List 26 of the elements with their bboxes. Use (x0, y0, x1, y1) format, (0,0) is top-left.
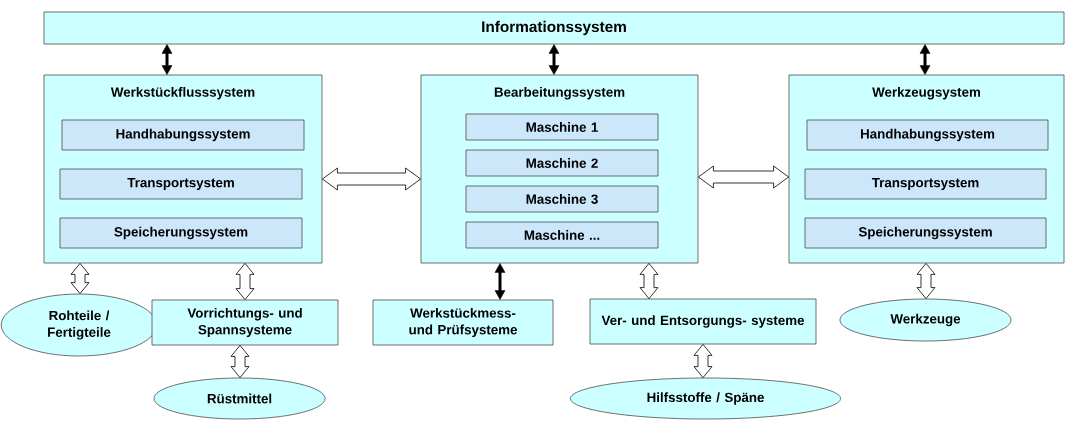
arrow (639, 263, 659, 299)
arrow (919, 44, 931, 75)
subsystem-box: Maschine 2 (465, 149, 659, 177)
subsystem-box: Transportsystem (59, 168, 303, 200)
arrow (548, 44, 560, 75)
arrow (161, 44, 173, 75)
subsystem-box: Maschine 3 (465, 185, 659, 213)
subsystem-box: Speicherungssystem (804, 217, 1047, 249)
subsystem-box: Maschine 1 (465, 113, 659, 141)
system-box: Vorrichtungs- und Spannsysteme (151, 299, 339, 346)
subsystem-box: Handhabungssystem (806, 119, 1049, 151)
arrow (230, 345, 250, 378)
subsystem-box: Handhabungssystem (61, 119, 305, 151)
subsystem-box: Maschine ... (465, 221, 659, 249)
arrow (698, 165, 789, 189)
arrow (916, 263, 936, 299)
arrow (70, 263, 90, 294)
arrow (235, 263, 255, 300)
system-box: Werkstückmess- und Prüfsysteme (372, 299, 554, 346)
arrow (322, 167, 421, 191)
system-bar: Informationssystem (43, 11, 1065, 45)
system-box: Ver- und Entsorgungs- systeme (589, 298, 817, 345)
arrow (693, 344, 713, 378)
subsystem-box: Transportsystem (804, 168, 1047, 200)
arrow (494, 263, 506, 300)
subsystem-box: Speicherungssystem (59, 217, 303, 249)
